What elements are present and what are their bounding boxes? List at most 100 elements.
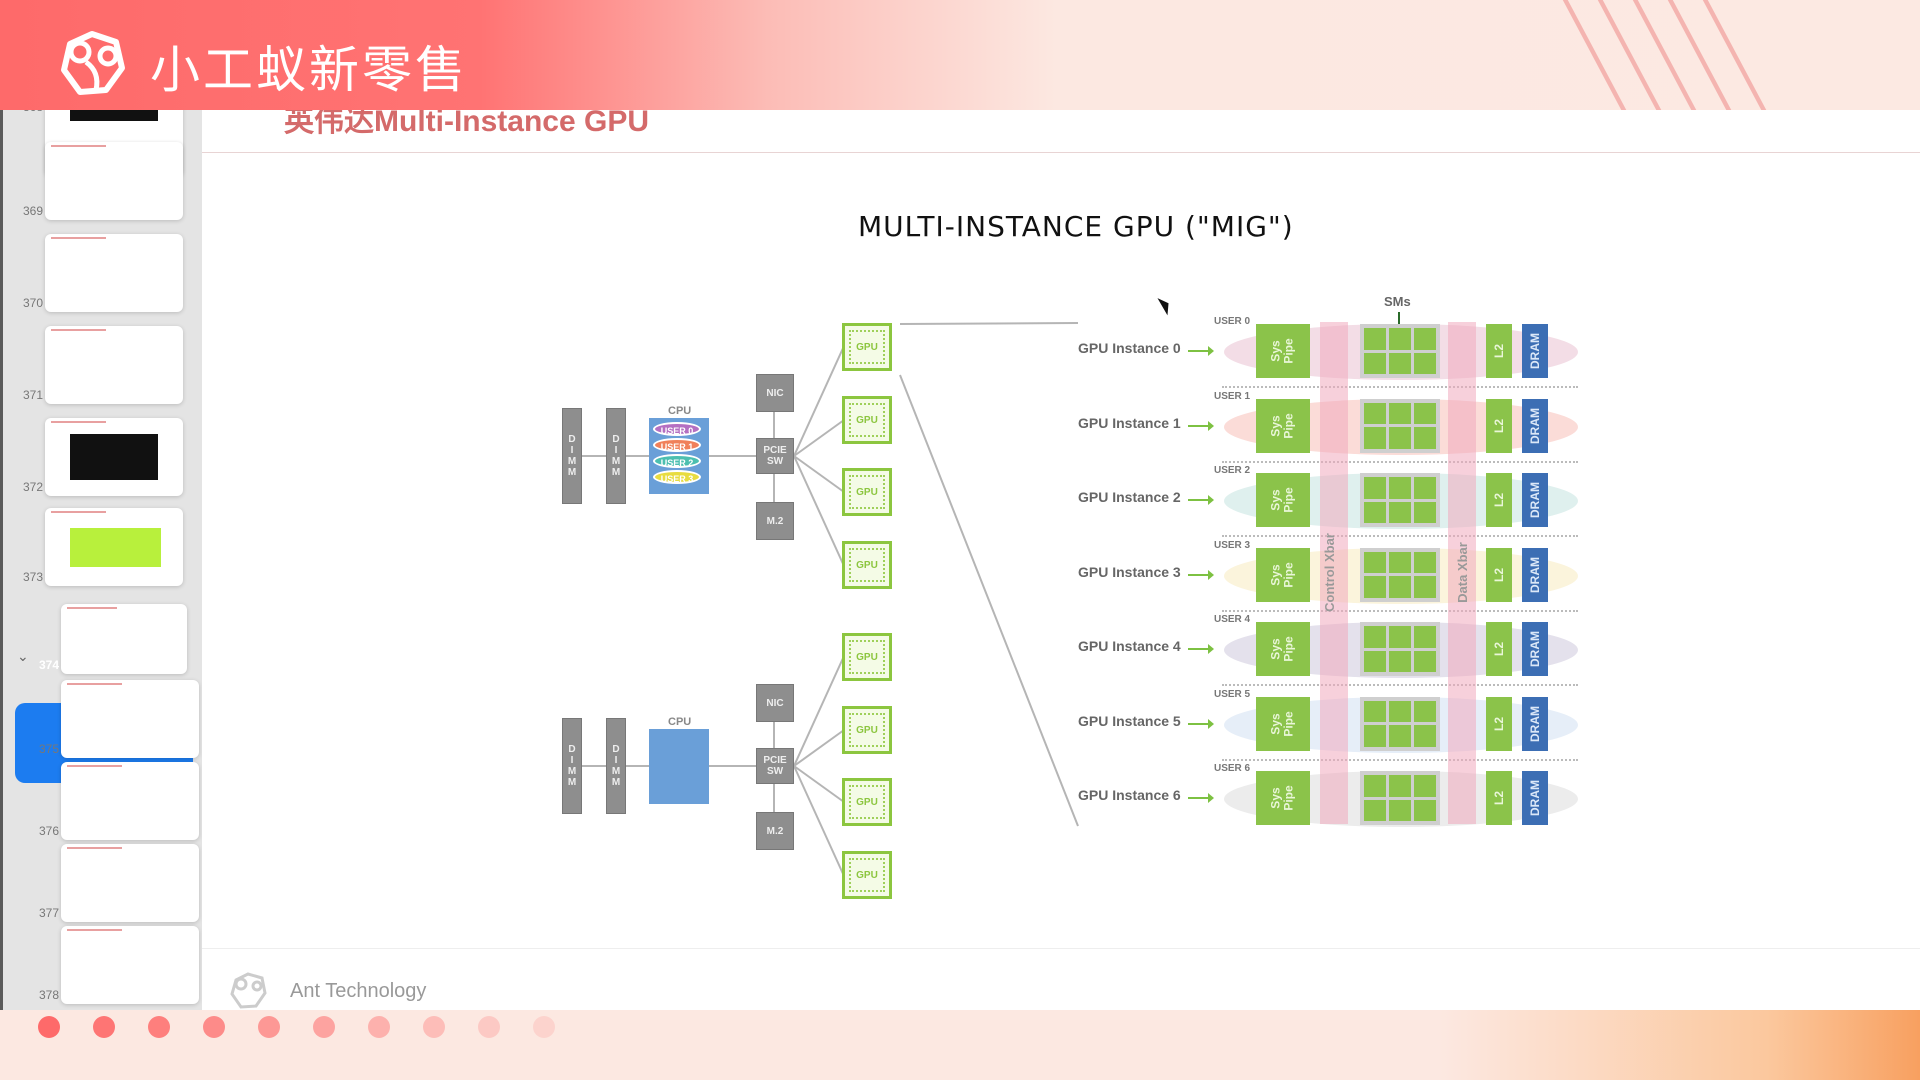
slide-thumbnail[interactable] (61, 604, 187, 674)
gpu-chip: GPU (842, 851, 892, 899)
gpu-instance-label: GPU Instance 0 (1078, 340, 1181, 356)
nic-box: NIC (756, 684, 794, 722)
instance-arrow-icon (1188, 718, 1214, 729)
thumbnail-title-line (67, 683, 123, 685)
slide-thumbnail[interactable] (45, 234, 183, 312)
slide-thumbnail[interactable] (45, 142, 183, 220)
sm-cell (1364, 775, 1386, 797)
sm-cell (1414, 626, 1436, 648)
progress-dot (368, 1016, 390, 1038)
l2-cache-block: L2 (1486, 771, 1512, 825)
instance-divider (1222, 535, 1578, 537)
dram-label: DRAM (1528, 482, 1542, 518)
instance-divider (1222, 460, 1578, 463)
gpu-instance-label: GPU Instance 1 (1078, 414, 1181, 431)
slide-number: 370 (22, 296, 43, 310)
thumbnail-title-line (67, 929, 123, 931)
sm-cell (1389, 650, 1411, 672)
slide-thumbnail[interactable] (61, 926, 199, 1004)
thumbnail-title-line (51, 237, 107, 239)
instance-user-tag: USER 5 (1214, 688, 1251, 700)
l2-cache-block: L2 (1486, 547, 1512, 602)
instance-arrow-icon (1188, 569, 1214, 580)
slide-thumbnail[interactable] (45, 418, 183, 496)
l2-label: L2 (1491, 716, 1506, 731)
progress-dot (533, 1016, 555, 1038)
gpu-instance-label: GPU Instance 2 (1078, 489, 1181, 505)
slide-number: 369 (22, 204, 43, 218)
dram-block: DRAM (1522, 398, 1548, 453)
slide-number: 373 (22, 570, 43, 584)
dram-block: DRAM (1522, 324, 1548, 378)
thumbnail-title-line (51, 145, 107, 147)
dimm-module: D I M M (562, 718, 582, 814)
slide-thumbnail[interactable] (45, 326, 183, 404)
sys-pipe-label: Sys Pipe (1269, 487, 1296, 513)
instance-arrow-icon (1188, 420, 1214, 431)
thumbnail-title-line (51, 421, 107, 423)
l2-label: L2 (1491, 641, 1506, 657)
l2-label: L2 (1491, 418, 1506, 433)
sm-cell (1389, 626, 1411, 648)
slide-number: 378 (38, 988, 59, 1002)
slide-number: 375 (38, 742, 59, 756)
sys-pipe-block: Sys Pipe (1256, 547, 1310, 602)
sm-cell (1389, 328, 1411, 350)
instance-user-tag: USER 6 (1214, 763, 1251, 774)
progress-dot (93, 1016, 115, 1038)
gpu-instance-label: GPU Instance 3 (1078, 563, 1181, 580)
slide-number: 374 (38, 658, 59, 672)
m2-box: M.2 (756, 502, 794, 540)
sys-pipe-block: Sys Pipe (1256, 473, 1310, 527)
dram-label: DRAM (1528, 631, 1542, 667)
sm-cell (1389, 725, 1411, 747)
cpu-user-2: USER 2 (653, 454, 701, 468)
instance-divider (1222, 684, 1578, 686)
slide-title: 英伟达Multi-Instance GPU (284, 105, 650, 138)
instance-divider (1222, 758, 1578, 761)
sm-block (1360, 547, 1440, 602)
instance-user-tag: USER 3 (1214, 539, 1251, 551)
gpu-chip: GPU (842, 778, 892, 826)
sys-pipe-block: Sys Pipe (1256, 696, 1310, 751)
thumbnail-title-line (51, 511, 107, 513)
progress-dot (203, 1016, 225, 1038)
sm-cell (1414, 402, 1436, 424)
sys-pipe-block: Sys Pipe (1256, 771, 1310, 825)
control-xbar (1320, 322, 1348, 824)
slide-thumbnail[interactable] (61, 762, 199, 840)
sys-pipe-label: Sys Pipe (1269, 785, 1296, 811)
footer-company-name: Ant Technology (290, 980, 427, 1002)
sm-cell (1389, 775, 1411, 797)
slide-thumbnail[interactable] (61, 844, 199, 922)
cpu-user-3: USER 3 (653, 470, 701, 484)
gpu-instance-label: GPU Instance 5 (1078, 712, 1181, 729)
title-divider (202, 152, 1920, 153)
instance-arrow-icon (1188, 495, 1214, 505)
slide-thumbnail[interactable] (61, 680, 199, 758)
dram-label: DRAM (1528, 780, 1542, 816)
slide-thumbnail-sidebar[interactable]: ⌄ 368369370371372373374375376377378 (0, 98, 202, 1010)
dimm-module: D I M M (562, 408, 582, 504)
chevron-down-icon[interactable]: ⌄ (17, 648, 29, 664)
sm-cell (1364, 799, 1386, 821)
progress-dot (258, 1016, 280, 1038)
sm-block (1360, 398, 1440, 453)
slide-thumbnail[interactable] (45, 508, 183, 586)
sms-pointer-arrow (1398, 312, 1400, 332)
diagram-heading: MULTI-INSTANCE GPU ("MIG") (858, 210, 1294, 243)
sm-block (1360, 622, 1440, 676)
sm-cell (1364, 700, 1386, 722)
slide-canvas: 英伟达Multi-Instance GPU MULTI-INSTANCE GPU… (202, 105, 1920, 1010)
sm-cell (1389, 427, 1411, 449)
sys-pipe-label: Sys Pipe (1269, 338, 1296, 364)
nic-box: NIC (756, 374, 794, 412)
top-banner: 小工蚁新零售 (0, 0, 1920, 110)
sm-cell (1389, 576, 1411, 598)
gpu-instance-label: GPU Instance 6 (1078, 787, 1181, 803)
cpu-block: USER 0 USER 1 USER 2 USER 3 (649, 418, 709, 494)
dimm-module: D I M M (606, 408, 626, 504)
l2-label: L2 (1491, 343, 1506, 359)
dram-block: DRAM (1522, 622, 1548, 676)
progress-dot (148, 1016, 170, 1038)
